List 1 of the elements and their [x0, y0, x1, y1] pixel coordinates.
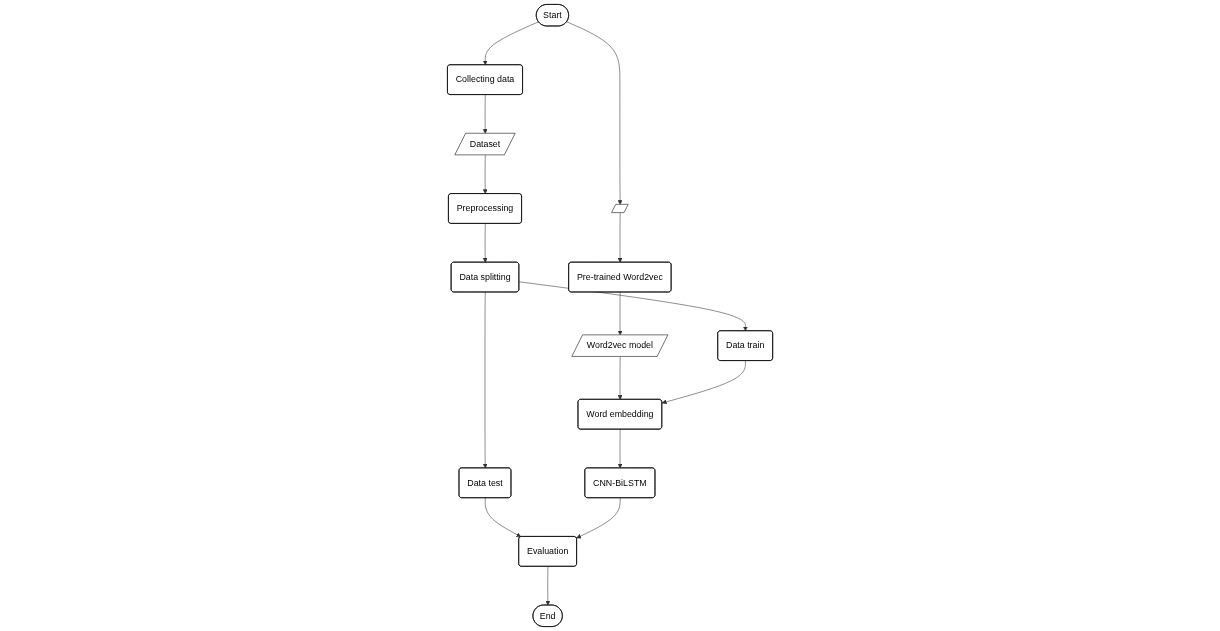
node-parallelogram [611, 204, 629, 213]
